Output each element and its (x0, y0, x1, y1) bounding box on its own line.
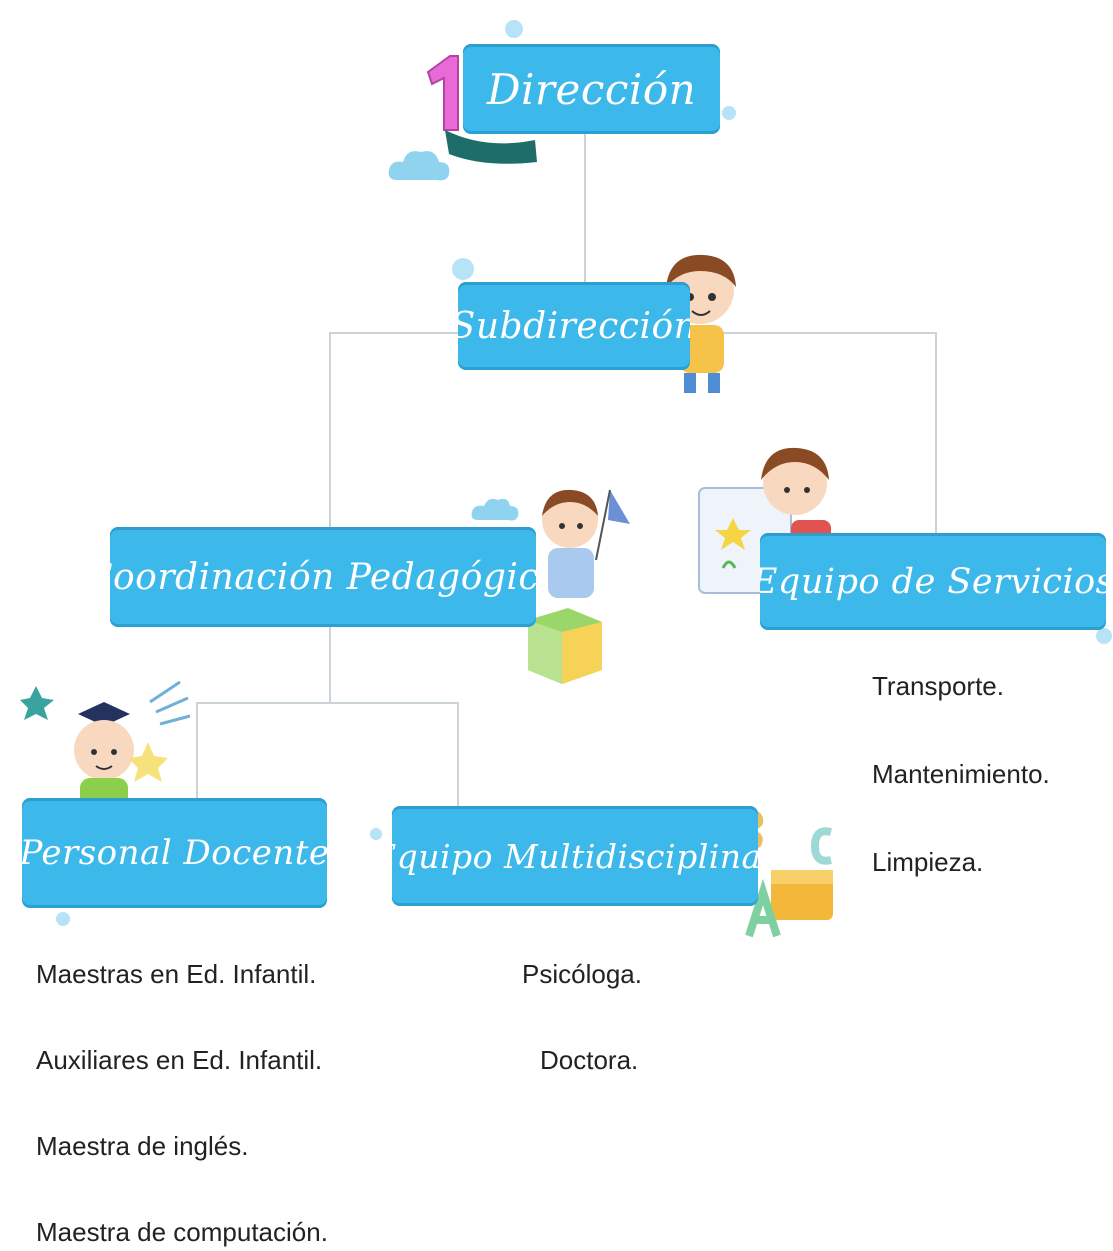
node-personal-docente: Personal Docente (22, 798, 327, 908)
ribbon-icon (445, 130, 537, 164)
node-subdireccion: Subdirección (458, 282, 690, 370)
docente-item: Maestras en Ed. Infantil. (36, 959, 317, 989)
bubble-icon (56, 912, 70, 926)
cloud-icon (471, 498, 519, 521)
node-equipo-de-servicios: Equipo de Servicios (760, 533, 1106, 630)
node-label: Subdirección (458, 305, 690, 347)
multidisciplinar-item: Psicóloga. (522, 959, 642, 989)
node-label: Dirección (486, 64, 697, 114)
bubble-icon (452, 258, 474, 280)
connector-subdireccion-branches (329, 332, 458, 527)
connector-coordinacion-branches (196, 702, 459, 806)
node-equipo-multidisciplinar: Equipo Multidisciplinar (392, 806, 758, 906)
node-label: Personal Docente (22, 833, 327, 873)
servicios-item: Mantenimiento. (872, 759, 1050, 789)
bubble-icon (505, 20, 523, 38)
docente-item: Maestra de computación. (36, 1217, 328, 1247)
number-one-icon (426, 55, 459, 131)
node-label: Equipo de Servicios (760, 561, 1106, 602)
multidisciplinar-item: Doctora. (540, 1045, 639, 1075)
servicios-item: Transporte. (872, 671, 1004, 701)
node-direccion: Dirección (463, 44, 720, 134)
node-label: Coordinación Pedagógica (110, 556, 536, 598)
bubble-icon (370, 828, 382, 840)
docente-item: Auxiliares en Ed. Infantil. (36, 1045, 323, 1075)
servicios-item: Limpieza. (872, 847, 984, 877)
connector-subdireccion-servicios (690, 332, 937, 533)
node-label: Equipo Multidisciplinar (392, 836, 758, 876)
bubble-icon (722, 106, 736, 120)
bubble-icon (1096, 628, 1112, 644)
graduate-child-icon (20, 680, 191, 816)
cloud-icon (388, 151, 450, 181)
letter-blocks-icon (743, 810, 833, 938)
node-coordinacion-pedagogica: Coordinación Pedagógica (110, 527, 536, 627)
docente-item: Maestra de inglés. (36, 1131, 249, 1161)
child-with-flag-icon (542, 489, 630, 598)
toy-cube-icon (528, 608, 602, 684)
